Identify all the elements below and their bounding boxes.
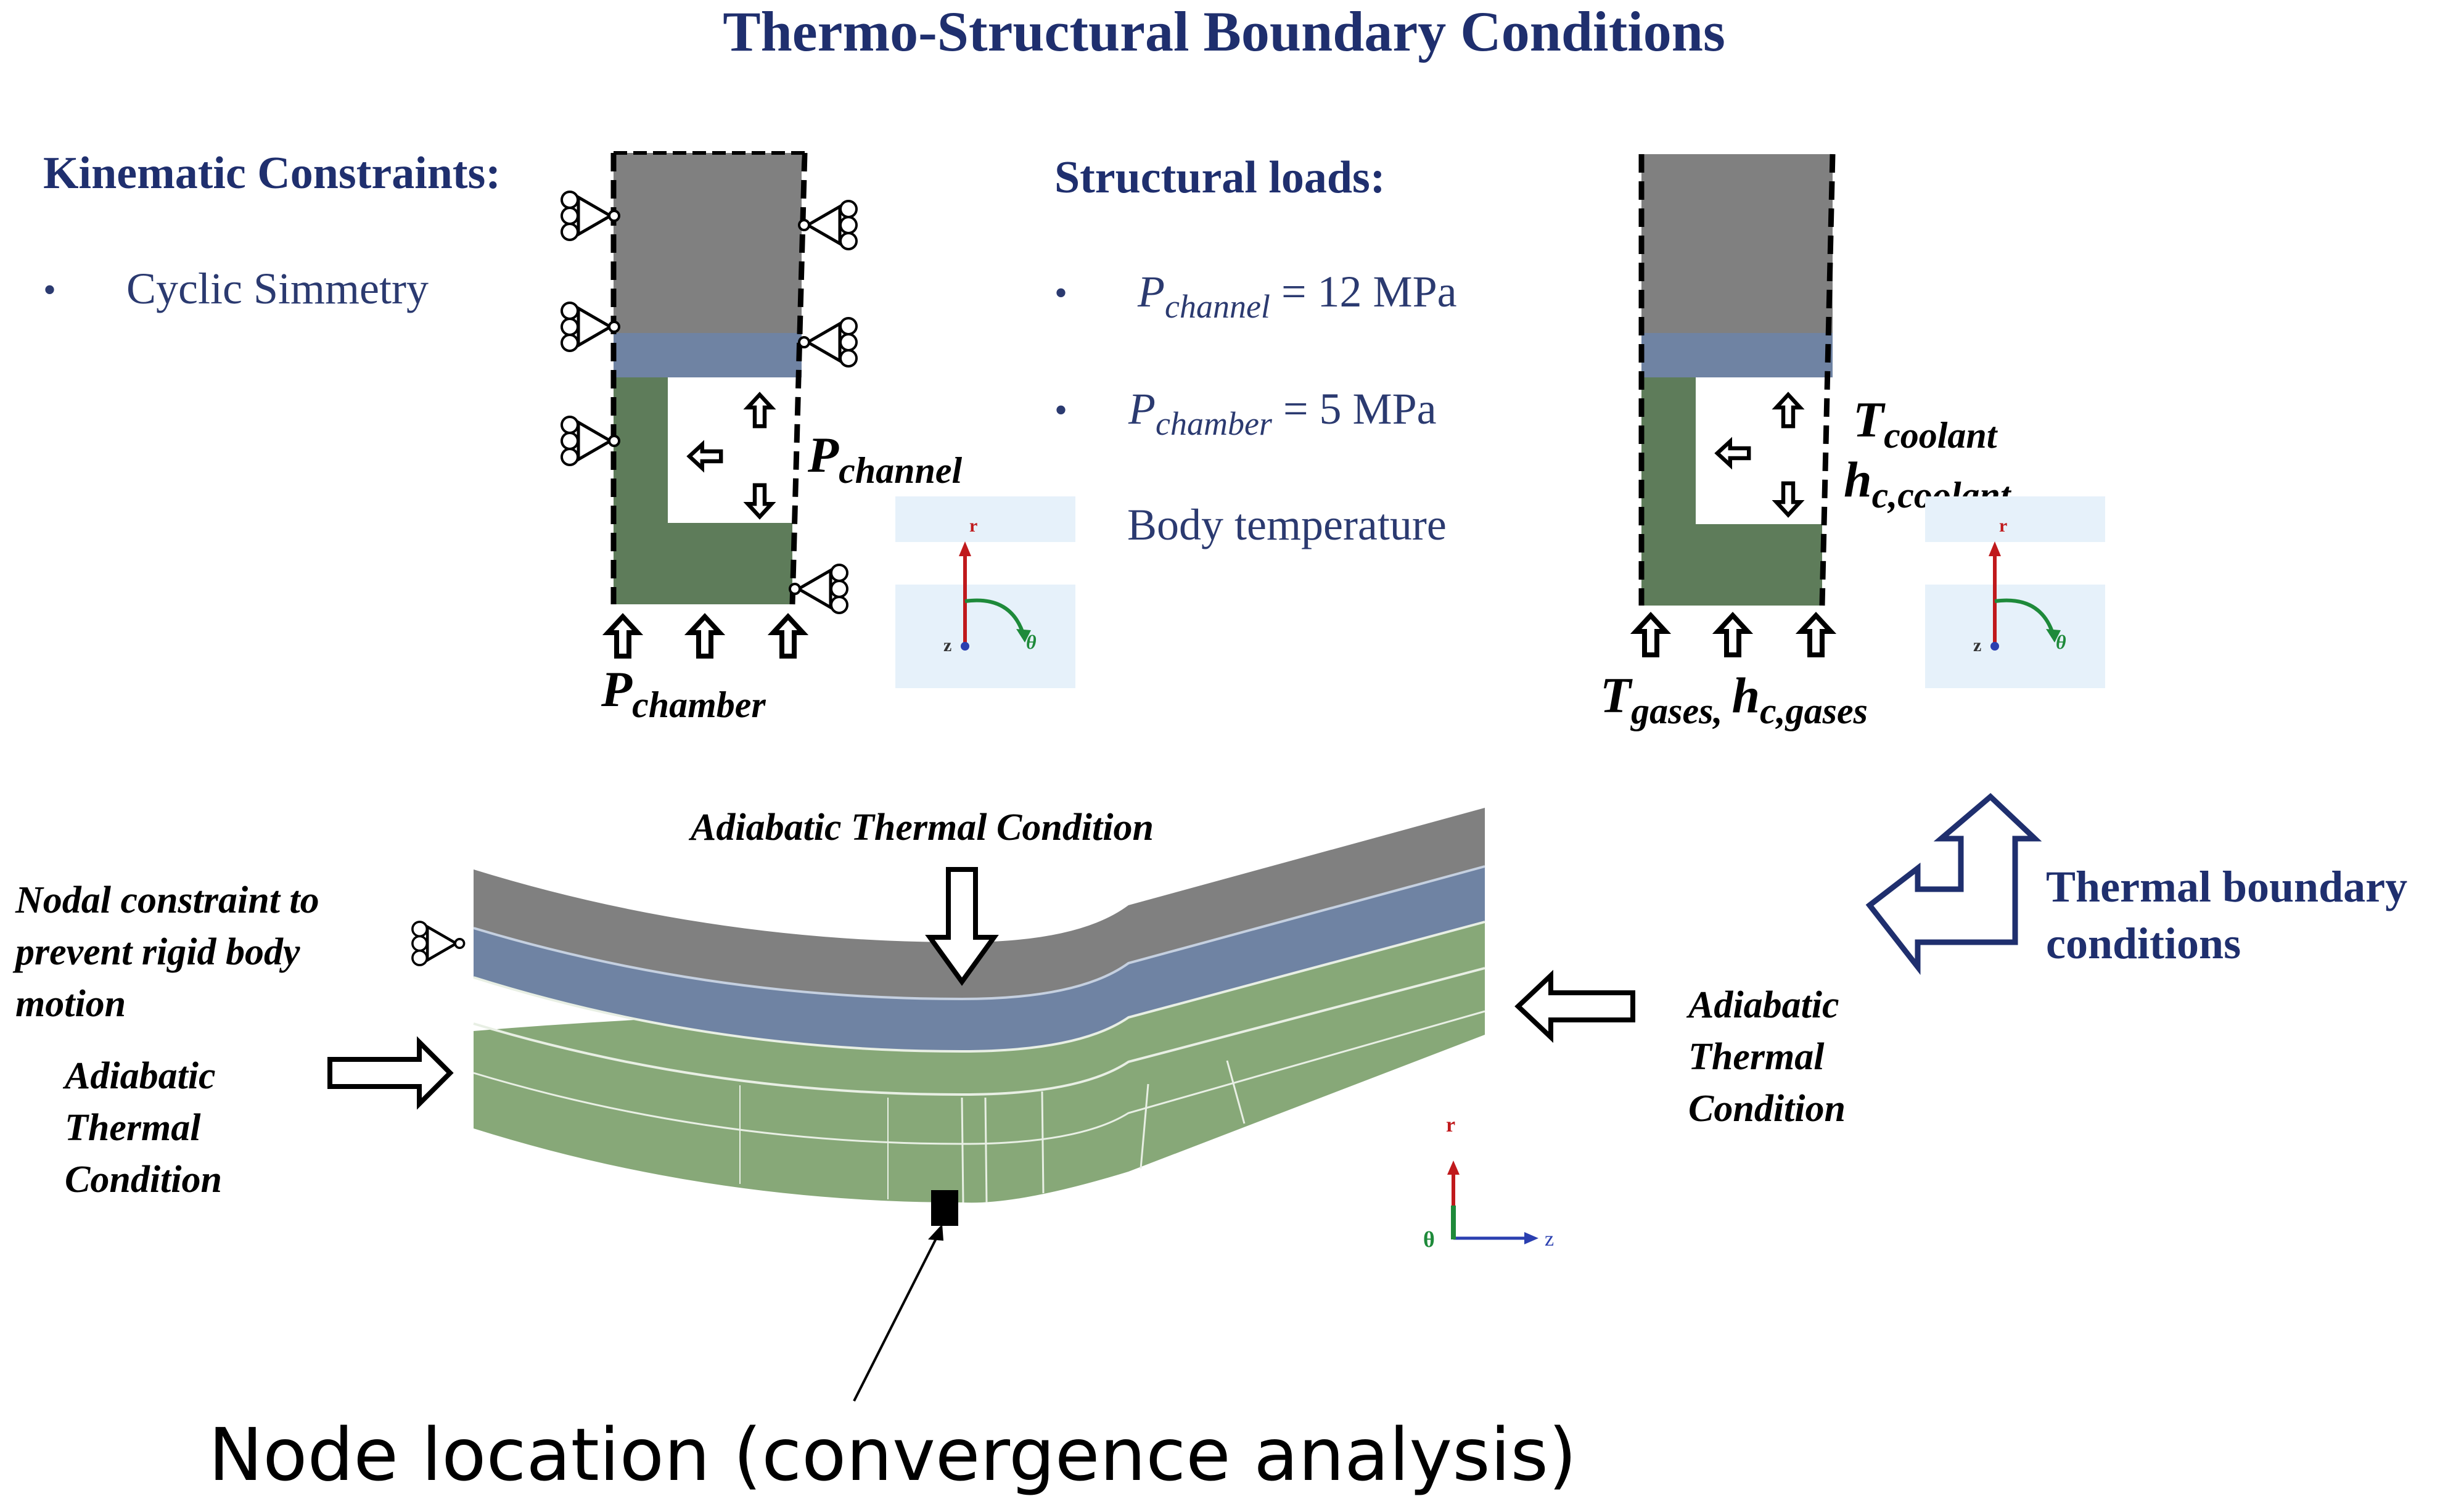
kinematic-heading: Kinematic Constraints: [43,148,501,199]
left-blue-layer [614,333,802,377]
structural-body-temperature: Body temperature [1127,500,1447,549]
svg-text:z: z [1545,1228,1554,1251]
svg-text:θ: θ [1026,631,1037,653]
left-p-chamber-label: Pchamber [601,661,766,725]
right-green-layer [1641,377,1822,606]
node-marker [931,1190,958,1226]
chamber-pressure-arrow-3 [773,617,803,656]
left-green-layer [614,377,792,604]
svg-text:z: z [943,635,951,655]
structural-bullet-dot-1: • [1054,273,1067,313]
cartesian-axis-triad: r z θ [1423,1114,1554,1252]
polar-axis-triad-right: r θ z [1925,496,2105,688]
right-grey-layer [1641,154,1833,333]
roller-support-left-1 [562,192,619,240]
curved-strip-model [473,808,1485,1203]
kinematic-bullet-dot: • [43,269,56,310]
roller-support-right-1 [799,201,856,249]
coolant-arrow-up [1776,395,1800,426]
adiabatic-top-arrow [925,867,999,986]
coolant-arrow-left [1717,442,1749,465]
channel-pressure-arrow-up [748,395,771,426]
left-p-channel-label: Pchannel [807,427,962,491]
polar-axis-triad-left: r θ z [895,496,1075,688]
structural-p-chamber-line: Pchamber = 5 MPa [1128,384,1437,442]
right-boundary-dashed-right [1819,154,1836,606]
structural-p-channel-line: Pchannel = 12 MPa [1137,267,1457,325]
roller-support-right-2 [799,318,856,366]
svg-text:z: z [1973,635,1981,655]
channel-pressure-arrow-left [689,445,721,468]
thermal-bc-bent-arrow [1865,792,2042,976]
svg-text:r: r [1446,1114,1455,1136]
nodal-constraint-roller [413,922,464,965]
svg-text:r: r [1999,516,2007,536]
gases-arrow-1 [1636,615,1666,655]
left-grey-layer [614,153,802,333]
adiabatic-right-arrow [1514,969,1635,1043]
svg-text:θ: θ [2056,631,2066,653]
gases-arrow-2 [1718,615,1748,655]
figure-title: Thermo-Structural Boundary Conditions [723,0,1725,63]
roller-support-left-3 [562,417,619,465]
roller-support-right-3 [790,565,847,613]
gases-arrow-3 [1801,615,1831,655]
svg-text:r: r [969,516,977,536]
chamber-pressure-arrow-1 [608,617,638,656]
kinematic-bullet-text: Cyclic Simmetry [126,264,429,313]
strip-blue-layer [474,866,1485,1051]
node-location-caption: Node location (convergence analysis) [208,1412,1577,1497]
chamber-pressure-arrow-2 [690,617,720,656]
adiabatic-top-label: Adiabatic Thermal Condition [688,807,1154,848]
coolant-arrow-down [1776,483,1800,515]
right-blue-layer [1641,333,1833,377]
structural-heading: Structural loads: [1054,152,1386,203]
node-leader-line [853,1230,942,1402]
structural-bullet-dot-2: • [1054,390,1067,430]
t-gases-h-gases-label: Tgases, hc,gases [1600,667,1868,731]
t-coolant-label: Tcoolant [1853,392,1998,456]
right-cross-section: Tcoolant hc,coolant Tgases, hc,gases [1600,154,2012,731]
strip-grey-layer [474,808,1485,999]
node-leader-arrowhead [928,1224,943,1241]
svg-text:θ: θ [1423,1227,1435,1252]
left-cross-section: Pchannel Pchamber [562,151,962,725]
left-boundary-dashed-right [789,152,808,605]
channel-pressure-arrow-down [748,485,771,517]
adiabatic-left-arrow [327,1036,454,1110]
roller-support-left-2 [562,303,619,351]
